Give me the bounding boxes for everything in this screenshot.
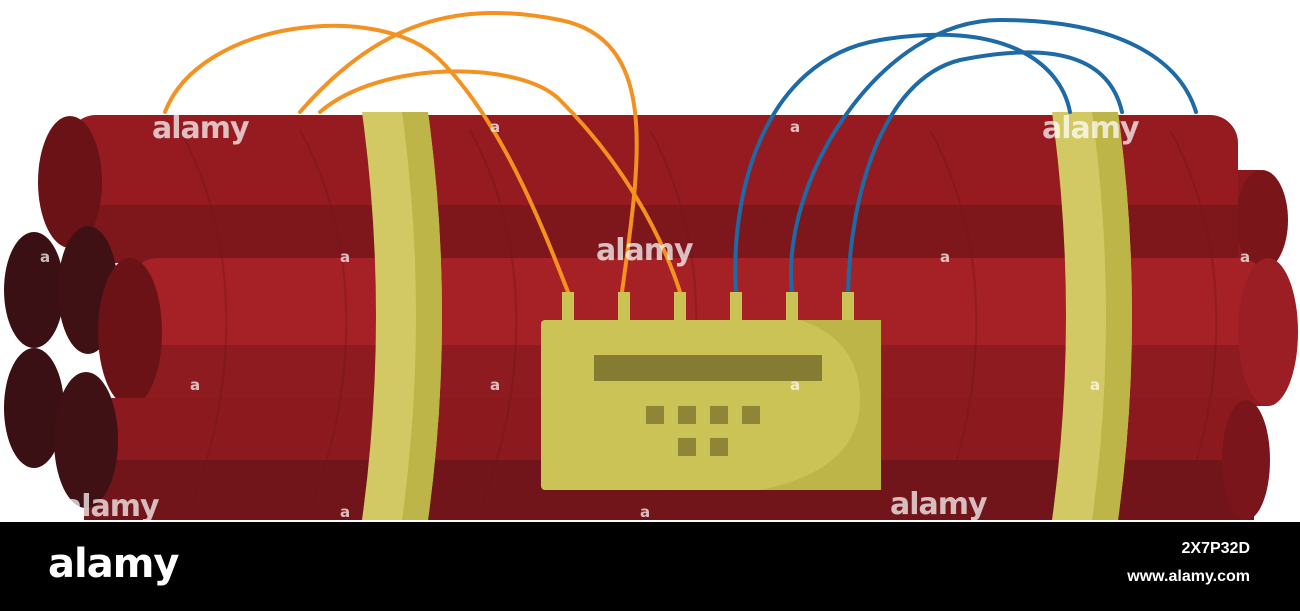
blue-wires <box>733 17 1198 294</box>
timer-keypad <box>646 406 760 456</box>
watermark-letter: a <box>790 376 800 394</box>
watermark-letter: a <box>340 248 350 266</box>
alamy-logo: alamy <box>48 541 179 587</box>
orange-wires <box>163 10 682 294</box>
watermark-letter: a <box>40 248 50 266</box>
site-url: www.alamy.com <box>1127 568 1250 585</box>
watermark-letter: a <box>490 376 500 394</box>
tape-band-left <box>362 112 442 520</box>
watermark-text: alamy <box>1042 111 1140 146</box>
watermark-text: alamy <box>890 487 988 522</box>
dynamite-stick-left-back <box>4 226 118 468</box>
watermark-letter: a <box>1240 248 1250 266</box>
timer-device <box>541 320 881 490</box>
watermark-text: alamy <box>596 233 694 268</box>
watermark-letter: a <box>490 118 500 136</box>
image-id: 2X7P32D <box>1181 540 1251 557</box>
timer-display <box>594 355 822 381</box>
stick-texture <box>179 129 1218 511</box>
watermark-letter: a <box>940 248 950 266</box>
dynamite-illustration <box>4 10 1298 520</box>
dynamite-stick-top <box>38 115 1238 263</box>
stock-info-bar: alamy 2X7P32D www.alamy.com <box>0 522 1300 611</box>
tape-band-right <box>1052 112 1132 520</box>
wire-connectors <box>562 292 854 322</box>
watermark-text: alamy <box>62 489 160 524</box>
watermark-letter: a <box>340 503 350 521</box>
watermark-letter: a <box>790 118 800 136</box>
watermark-letter: a <box>640 503 650 521</box>
watermark-letter: a <box>1090 376 1100 394</box>
watermark-text: alamy <box>152 111 250 146</box>
watermark-letter: a <box>190 376 200 394</box>
